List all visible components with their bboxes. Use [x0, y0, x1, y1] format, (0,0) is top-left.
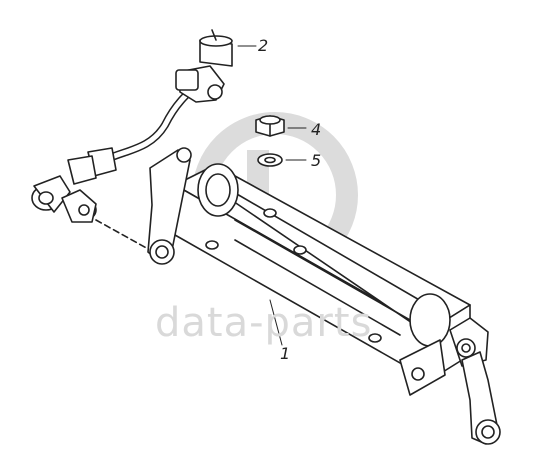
callout-1: 1: [280, 344, 291, 363]
watermark-text: data-parts: [155, 300, 373, 346]
hose-assembly-part-2: [31, 29, 233, 251]
callout-2: 2: [258, 36, 269, 55]
washer-part-5: [257, 153, 283, 167]
leader-lines: [237, 45, 307, 346]
cylinder-assembly-part-1: [147, 147, 501, 445]
nut-part-4: [255, 115, 285, 137]
callout-4: 4: [311, 120, 322, 139]
callout-5: 5: [311, 151, 322, 170]
